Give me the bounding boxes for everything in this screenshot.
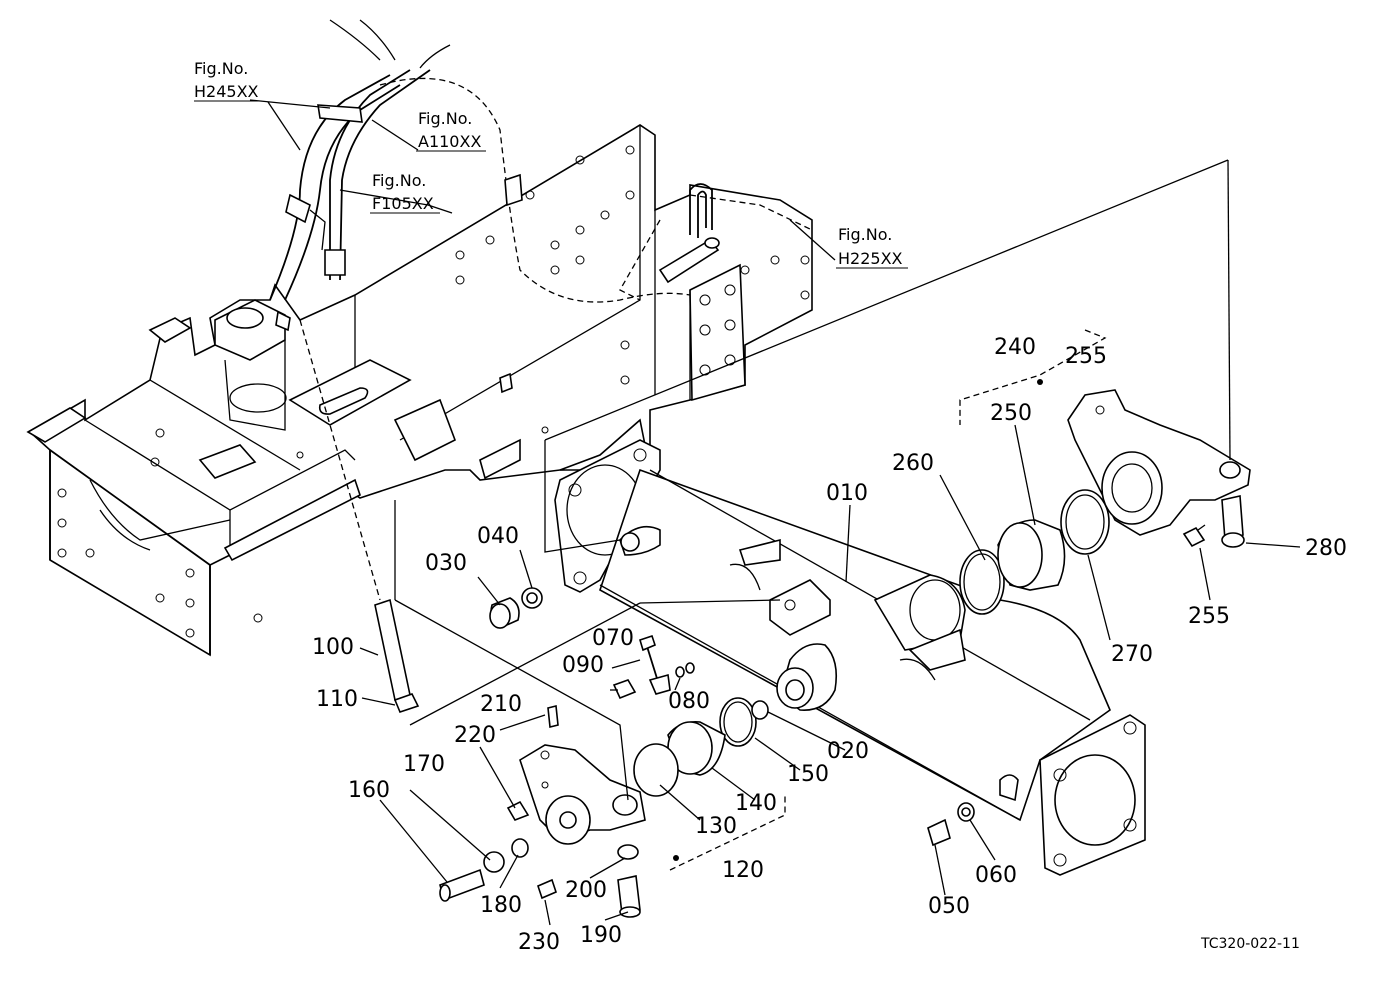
leader-lines xyxy=(249,99,1301,926)
axle-beam-010 xyxy=(554,439,1146,876)
part-label-190[interactable]: 190 xyxy=(580,923,622,948)
part-label-020[interactable]: 020 xyxy=(827,739,869,764)
part-label-140[interactable]: 140 xyxy=(735,791,777,816)
exploded-parts xyxy=(374,389,1251,918)
part-label-210[interactable]: 210 xyxy=(480,692,522,717)
fig-ref-a110[interactable]: Fig.No. A110XX xyxy=(416,109,486,152)
part-label-250[interactable]: 250 xyxy=(990,401,1032,426)
part-label-200[interactable]: 200 xyxy=(565,878,607,903)
frame-holes xyxy=(57,145,810,638)
part-label-010[interactable]: 010 xyxy=(826,481,868,506)
part-label-120[interactable]: 120 xyxy=(722,858,764,883)
part-label-040[interactable]: 040 xyxy=(477,524,519,549)
hydraulic-hoses xyxy=(269,19,813,394)
part-label-255-nipple[interactable]: 255 xyxy=(1188,604,1230,629)
fig-ref-prefix: Fig.No. xyxy=(838,225,892,244)
part-label-220[interactable]: 220 xyxy=(454,723,496,748)
fig-ref-f105[interactable]: Fig.No. F105XX xyxy=(370,171,440,214)
part-label-130[interactable]: 130 xyxy=(695,814,737,839)
part-label-060[interactable]: 060 xyxy=(975,863,1017,888)
fig-ref-prefix: Fig.No. xyxy=(418,109,472,128)
part-label-230[interactable]: 230 xyxy=(518,930,560,955)
part-label-280[interactable]: 280 xyxy=(1305,536,1347,561)
fig-ref-number: H245XX xyxy=(194,82,259,101)
fig-ref-prefix: Fig.No. xyxy=(372,171,426,190)
part-label-030[interactable]: 030 xyxy=(425,551,467,576)
fig-ref-h245[interactable]: Fig.No. H245XX xyxy=(194,59,262,102)
part-label-180[interactable]: 180 xyxy=(480,893,522,918)
fig-ref-number: H225XX xyxy=(838,249,903,268)
part-label-090[interactable]: 090 xyxy=(562,653,604,678)
tractor-frame xyxy=(26,124,813,657)
part-label-270[interactable]: 270 xyxy=(1111,642,1153,667)
part-label-110[interactable]: 110 xyxy=(316,687,358,712)
part-label-150[interactable]: 150 xyxy=(787,762,829,787)
part-label-260[interactable]: 260 xyxy=(892,451,934,476)
part-label-080[interactable]: 080 xyxy=(668,689,710,714)
part-label-070[interactable]: 070 xyxy=(592,626,634,651)
part-label-160[interactable]: 160 xyxy=(348,778,390,803)
fig-ref-number: A110XX xyxy=(418,132,481,151)
part-label-255[interactable]: 255 xyxy=(1065,344,1107,369)
fig-ref-number: F105XX xyxy=(372,194,434,213)
part-label-050[interactable]: 050 xyxy=(928,894,970,919)
fig-ref-h225[interactable]: Fig.No. H225XX xyxy=(836,225,908,269)
part-label-240[interactable]: 240 xyxy=(994,335,1036,360)
fig-ref-prefix: Fig.No. xyxy=(194,59,248,78)
figure-references: Fig.No. H245XX Fig.No. A110XX Fig.No. F1… xyxy=(194,59,908,269)
part-label-100[interactable]: 100 xyxy=(312,635,354,660)
part-labels: 010 020 030 040 050 060 070 080 090 100 … xyxy=(312,335,1347,955)
part-label-170[interactable]: 170 xyxy=(403,752,445,777)
diagram-code: TC320-022-11 xyxy=(1200,936,1300,952)
